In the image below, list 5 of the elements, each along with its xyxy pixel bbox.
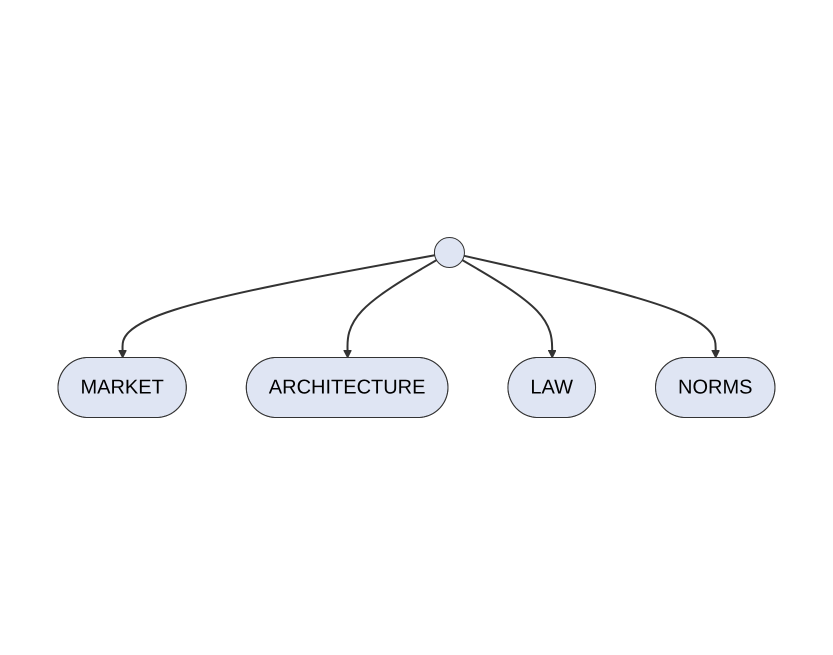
arrow: [343, 259, 438, 358]
arrow: [118, 254, 435, 358]
arrow: [464, 254, 720, 358]
arrow: [462, 259, 557, 358]
node-circle: [434, 237, 465, 268]
